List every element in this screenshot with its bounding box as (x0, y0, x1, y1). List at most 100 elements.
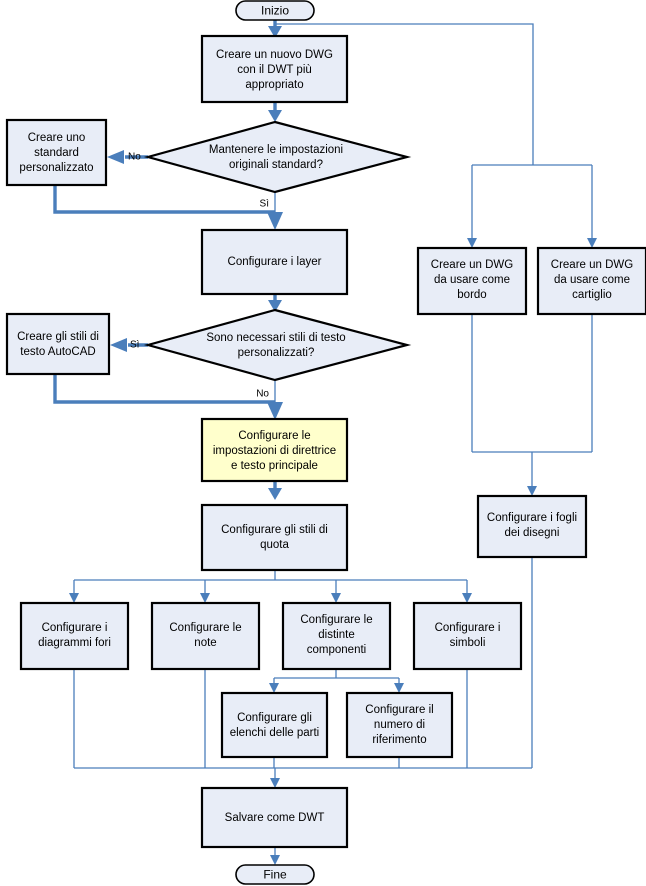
node-end[interactable]: Fine (235, 864, 315, 885)
text-styles-label-line1: Sono necessari stili di testo (206, 332, 345, 344)
symbols-label-line2: simboli (450, 637, 486, 649)
keep-standard-label-line2: originali standard? (229, 159, 323, 171)
arrowhead-notes (200, 593, 210, 603)
edge-custom-std-loopback (53, 185, 275, 214)
symbols-shape (412, 601, 523, 671)
parts-lists-label-line1: Configurare gli (237, 712, 312, 724)
hole-charts-label-line1: Configurare i (42, 622, 108, 634)
hole-charts-label-line2: diagrammi fori (38, 637, 111, 649)
parts-lists-shape (220, 691, 329, 759)
arrowhead-parts-lists (269, 683, 279, 693)
leader-text-settings-shape (200, 417, 349, 483)
arrowhead-symbols (462, 593, 472, 603)
arrowhead-create-text-styles (110, 338, 127, 352)
titleblock-dwg-label-line2: da usare come (554, 274, 630, 286)
edge-label-decision2-no: No (256, 389, 269, 400)
node-keep-standard-decision[interactable]: Mantenere le impostazioni originali stan… (143, 120, 412, 194)
start-label: Inizio (261, 4, 289, 18)
config-layers-shape (200, 228, 349, 296)
new-dwg-label-line2: con il DWT più (237, 64, 312, 76)
arrowhead-sheets (527, 486, 537, 496)
leader-text-label-line3: e testo principale (231, 460, 318, 472)
text-styles-diamond-shape (143, 308, 412, 382)
balloon-label-line2: numero di (374, 719, 425, 731)
balloon-label-line1: Configurare il (365, 704, 433, 716)
leader-text-label-line2: impostazioni di direttrice (213, 445, 336, 457)
node-drawing-sheets[interactable]: Configurare i fogli dei disegni (476, 494, 588, 559)
border-dwg-label-line1: Creare un DWG (431, 259, 513, 271)
border-dwg-label-line3: bordo (457, 289, 486, 301)
node-bill-of-materials[interactable]: Configurare le distinte componenti (281, 601, 392, 671)
drawing-sheets-label-line2: dei disegni (505, 527, 560, 539)
arrowhead-decision2 (268, 300, 282, 312)
edge-layer: custom_std (thick, leftward) --> No down… (53, 20, 597, 865)
node-config-layers[interactable]: Configurare i layer (200, 228, 349, 296)
notes-label-line1: Configurare le (169, 622, 241, 634)
node-start[interactable]: Inizio (235, 0, 315, 21)
dimension-styles-shape (200, 503, 349, 572)
notes-label-line2: note (194, 637, 216, 649)
node-balloon-number[interactable]: Configurare il numero di riferimento (345, 691, 454, 759)
custom-standard-label-line1: Creare uno (28, 132, 86, 144)
node-titleblock-dwg[interactable]: Creare un DWG da usare come cartiglio (536, 246, 646, 316)
new-dwg-label-line3: appropriato (245, 79, 303, 91)
new-dwg-shape (200, 34, 349, 104)
balloon-number-shape (345, 691, 454, 759)
node-leader-text-settings[interactable]: Configurare le impostazioni di direttric… (200, 417, 349, 483)
bom-label-line1: Configurare le (300, 614, 372, 626)
balloon-label-line3: riferimento (372, 734, 426, 746)
arrowhead-titleblock-dwg (587, 238, 597, 248)
node-dimension-styles[interactable]: Configurare gli stili di quota (200, 503, 349, 572)
parts-lists-label-line2: elenchi delle parti (230, 727, 320, 739)
bom-label-line2: distinte (318, 629, 354, 641)
arrowhead-border-dwg (467, 238, 477, 248)
start-terminator-shape (235, 0, 315, 21)
symbols-label-line1: Configurare i (435, 622, 501, 634)
config-layers-label: Configurare i layer (228, 256, 322, 268)
arrowhead-dim-styles (268, 488, 282, 500)
node-parts-lists[interactable]: Configurare gli elenchi delle parti (220, 691, 329, 759)
custom-standard-shape (5, 118, 108, 187)
leader-text-label-line1: Configurare le (238, 430, 310, 442)
edge-label-decision1-no: No (128, 152, 141, 163)
create-text-styles-shape (5, 312, 111, 376)
node-save-dwt[interactable]: Salvare come DWT (200, 786, 349, 849)
create-text-styles-label-line2: testo AutoCAD (20, 346, 95, 358)
node-text-styles-decision[interactable]: Sono necessari stili di testo personaliz… (143, 308, 412, 382)
edge-label-decision1-yes: Sì (260, 199, 270, 210)
create-text-styles-label-line1: Creare gli stili di (17, 331, 99, 343)
keep-standard-label-line1: Mantenere le impostazioni (209, 144, 343, 156)
node-create-text-styles[interactable]: Creare gli stili di testo AutoCAD (5, 312, 111, 376)
arrowhead-config-layers (267, 212, 283, 230)
text-styles-label-line2: personalizzati? (238, 347, 315, 359)
edge-label-decision2-yes: Sì (130, 340, 140, 351)
edge-text-styles-loopback (53, 374, 275, 404)
node-border-dwg[interactable]: Creare un DWG da usare come bordo (416, 246, 528, 316)
edge-start-to-right-trunk (275, 23, 534, 165)
titleblock-dwg-label-line1: Creare un DWG (551, 259, 633, 271)
arrowhead-leader-text (267, 402, 283, 420)
dimension-styles-label-line2: quota (260, 539, 289, 551)
node-symbols[interactable]: Configurare i simboli (412, 601, 523, 671)
hole-charts-shape (19, 601, 130, 671)
arrowhead-hole-charts (69, 593, 79, 603)
node-hole-charts[interactable]: Configurare i diagrammi fori (19, 601, 130, 671)
node-notes[interactable]: Configurare le note (150, 601, 261, 671)
drawing-sheets-label-line1: Configurare i fogli (487, 512, 577, 524)
save-dwt-label: Salvare come DWT (225, 812, 325, 824)
save-dwt-shape (200, 786, 349, 849)
custom-standard-label-line2: standard (34, 147, 79, 159)
titleblock-dwg-shape (536, 246, 646, 316)
arrowhead-end (270, 855, 280, 865)
node-custom-standard[interactable]: Creare uno standard personalizzato (5, 118, 108, 187)
arrowhead-balloon (394, 683, 404, 693)
arrowhead-save-dwt (270, 778, 280, 788)
arrowhead-bom (331, 593, 341, 603)
new-dwg-label-line1: Creare un nuovo DWG (216, 49, 333, 61)
dimension-styles-label-line1: Configurare gli stili di (221, 524, 328, 536)
arrowhead-custom-std (107, 150, 124, 164)
node-new-dwg[interactable]: Creare un nuovo DWG con il DWT più appro… (200, 34, 349, 104)
bom-label-line3: componenti (307, 644, 366, 656)
titleblock-dwg-label-line3: cartiglio (572, 289, 612, 301)
